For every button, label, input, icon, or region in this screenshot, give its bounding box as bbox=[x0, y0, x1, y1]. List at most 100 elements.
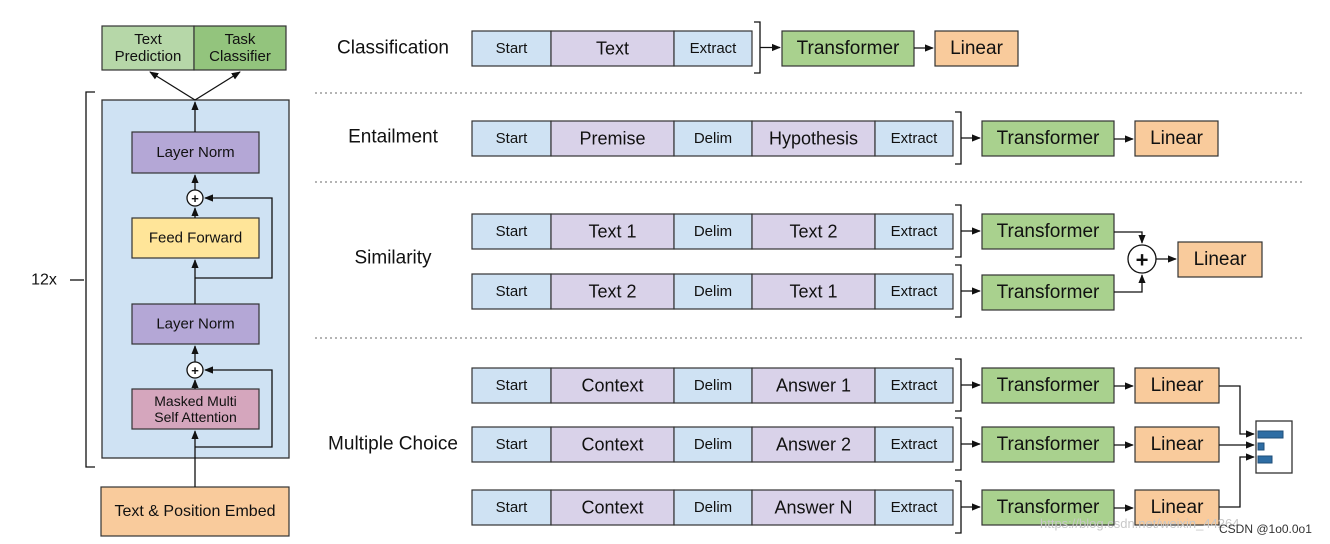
transformer-box-3-rect bbox=[981, 489, 1115, 526]
token-text-1: Text 1 bbox=[550, 213, 675, 250]
residual-add-upper: + bbox=[186, 189, 204, 207]
token-answer-n: Answer N bbox=[751, 489, 876, 526]
linear-box: Linear bbox=[1177, 241, 1263, 278]
similarity-add-symbol: + bbox=[1136, 248, 1149, 273]
token-context: Context bbox=[550, 367, 675, 404]
feed-forward-box: Feed Forward bbox=[131, 217, 260, 259]
token-extract-rect bbox=[874, 367, 954, 404]
token-delim-label: Delim bbox=[694, 130, 732, 147]
token-delim: Delim bbox=[673, 120, 753, 157]
token-delim: Delim bbox=[673, 367, 753, 404]
token-text-2-rect bbox=[550, 273, 675, 310]
linear-box-rect bbox=[1134, 120, 1219, 157]
transformer-box-rect bbox=[781, 30, 915, 67]
task-classifier-box-rect bbox=[193, 25, 287, 71]
token-extract-label: Extract bbox=[690, 40, 738, 57]
softmax-output bbox=[1255, 420, 1293, 474]
sequence-bracket bbox=[955, 264, 962, 318]
token-extract: Extract bbox=[874, 213, 954, 250]
linear-box-label: Linear bbox=[1150, 128, 1203, 149]
softmax-bar-1 bbox=[1257, 430, 1284, 439]
transformer-box-2-rect bbox=[981, 426, 1115, 463]
token-extract: Extract bbox=[874, 120, 954, 157]
token-context-label: Context bbox=[581, 435, 643, 455]
linear-box-1-label: Linear bbox=[1151, 375, 1204, 396]
token-start: Start bbox=[471, 120, 552, 157]
transformer-box-2: Transformer bbox=[981, 274, 1115, 311]
token-premise-label: Premise bbox=[579, 129, 645, 149]
token-context-rect bbox=[550, 426, 675, 463]
layer-norm-top-box-label: Layer Norm bbox=[156, 144, 234, 161]
token-delim: Delim bbox=[673, 213, 753, 250]
token-start-label: Start bbox=[496, 283, 529, 300]
transformer-box-1-label: Transformer bbox=[997, 375, 1100, 396]
token-extract-rect bbox=[874, 273, 954, 310]
softmax-bar-2 bbox=[1257, 442, 1265, 451]
token-start-label: Start bbox=[496, 499, 529, 516]
transformer-box-2-label: Transformer bbox=[997, 434, 1100, 455]
layer-norm-bottom-box: Layer Norm bbox=[131, 303, 260, 345]
token-answer-n-label: Answer N bbox=[774, 498, 852, 518]
linear-box-rect bbox=[1177, 241, 1263, 278]
token-start-label: Start bbox=[496, 223, 529, 240]
token-start-label: Start bbox=[496, 40, 529, 57]
linear-box-3: Linear bbox=[1134, 489, 1220, 526]
residual-add-upper-symbol: + bbox=[191, 191, 199, 206]
token-text-1-rect bbox=[751, 273, 876, 310]
token-start-label: Start bbox=[496, 377, 529, 394]
transformer-box-2: Transformer bbox=[981, 426, 1115, 463]
linear-box-3-rect bbox=[1134, 489, 1220, 526]
to-task-classifier-arrow bbox=[194, 71, 241, 101]
token-text-2-label: Text 2 bbox=[789, 222, 837, 242]
token-extract-rect bbox=[874, 489, 954, 526]
token-start: Start bbox=[471, 426, 552, 463]
token-text: Text bbox=[550, 30, 675, 67]
token-extract-rect bbox=[874, 426, 954, 463]
token-hypothesis: Hypothesis bbox=[751, 120, 876, 157]
sequence-bracket bbox=[955, 480, 962, 534]
token-text-1-rect bbox=[550, 213, 675, 250]
token-delim: Delim bbox=[673, 489, 753, 526]
token-answer-1-label: Answer 1 bbox=[776, 376, 851, 396]
task-label-similarity: Similarity bbox=[354, 248, 432, 269]
linear-box-2-label: Linear bbox=[1151, 434, 1204, 455]
watermark-text: https://blog.csdn.net/weixin_44264 bbox=[1040, 516, 1240, 531]
token-delim-rect bbox=[673, 426, 753, 463]
token-start-rect bbox=[471, 426, 552, 463]
repeat-label: 12x bbox=[31, 272, 57, 289]
transformer2-to-add-arrow bbox=[1114, 274, 1146, 293]
sequence-bracket bbox=[955, 204, 962, 258]
text-prediction-box-rect bbox=[101, 25, 195, 71]
token-start-label: Start bbox=[496, 436, 529, 453]
layer-norm-bottom-box-label: Layer Norm bbox=[156, 316, 234, 333]
token-answer-1: Answer 1 bbox=[751, 367, 876, 404]
linear1-to-softmax-arrow bbox=[1219, 385, 1255, 438]
transformer-box-2-label: Transformer bbox=[997, 282, 1100, 303]
task-label-classification: Classification bbox=[337, 38, 449, 59]
task-label-multiple-choice: Multiple Choice bbox=[328, 434, 458, 455]
transformer-box-3-label: Transformer bbox=[997, 497, 1100, 518]
token-hypothesis-label: Hypothesis bbox=[769, 129, 858, 149]
token-context-label: Context bbox=[581, 376, 643, 396]
token-delim: Delim bbox=[673, 273, 753, 310]
residual-add-lower: + bbox=[186, 361, 204, 379]
task-label-entailment: Entailment bbox=[348, 127, 438, 148]
layer-norm-top-box: Layer Norm bbox=[131, 131, 260, 174]
token-delim-label: Delim bbox=[694, 499, 732, 516]
feed-forward-box-label: Feed Forward bbox=[149, 230, 242, 247]
softmax-bar-3 bbox=[1257, 455, 1273, 464]
sequence-bracket bbox=[754, 21, 761, 74]
layer-norm-bottom-box-rect bbox=[131, 303, 260, 345]
linear-box-3-label: Linear bbox=[1151, 497, 1204, 518]
token-text-label: Text bbox=[596, 39, 629, 59]
similarity-add: + bbox=[1127, 244, 1157, 274]
token-extract-label: Extract bbox=[891, 377, 939, 394]
token-extract-label: Extract bbox=[891, 283, 939, 300]
token-premise: Premise bbox=[550, 120, 675, 157]
